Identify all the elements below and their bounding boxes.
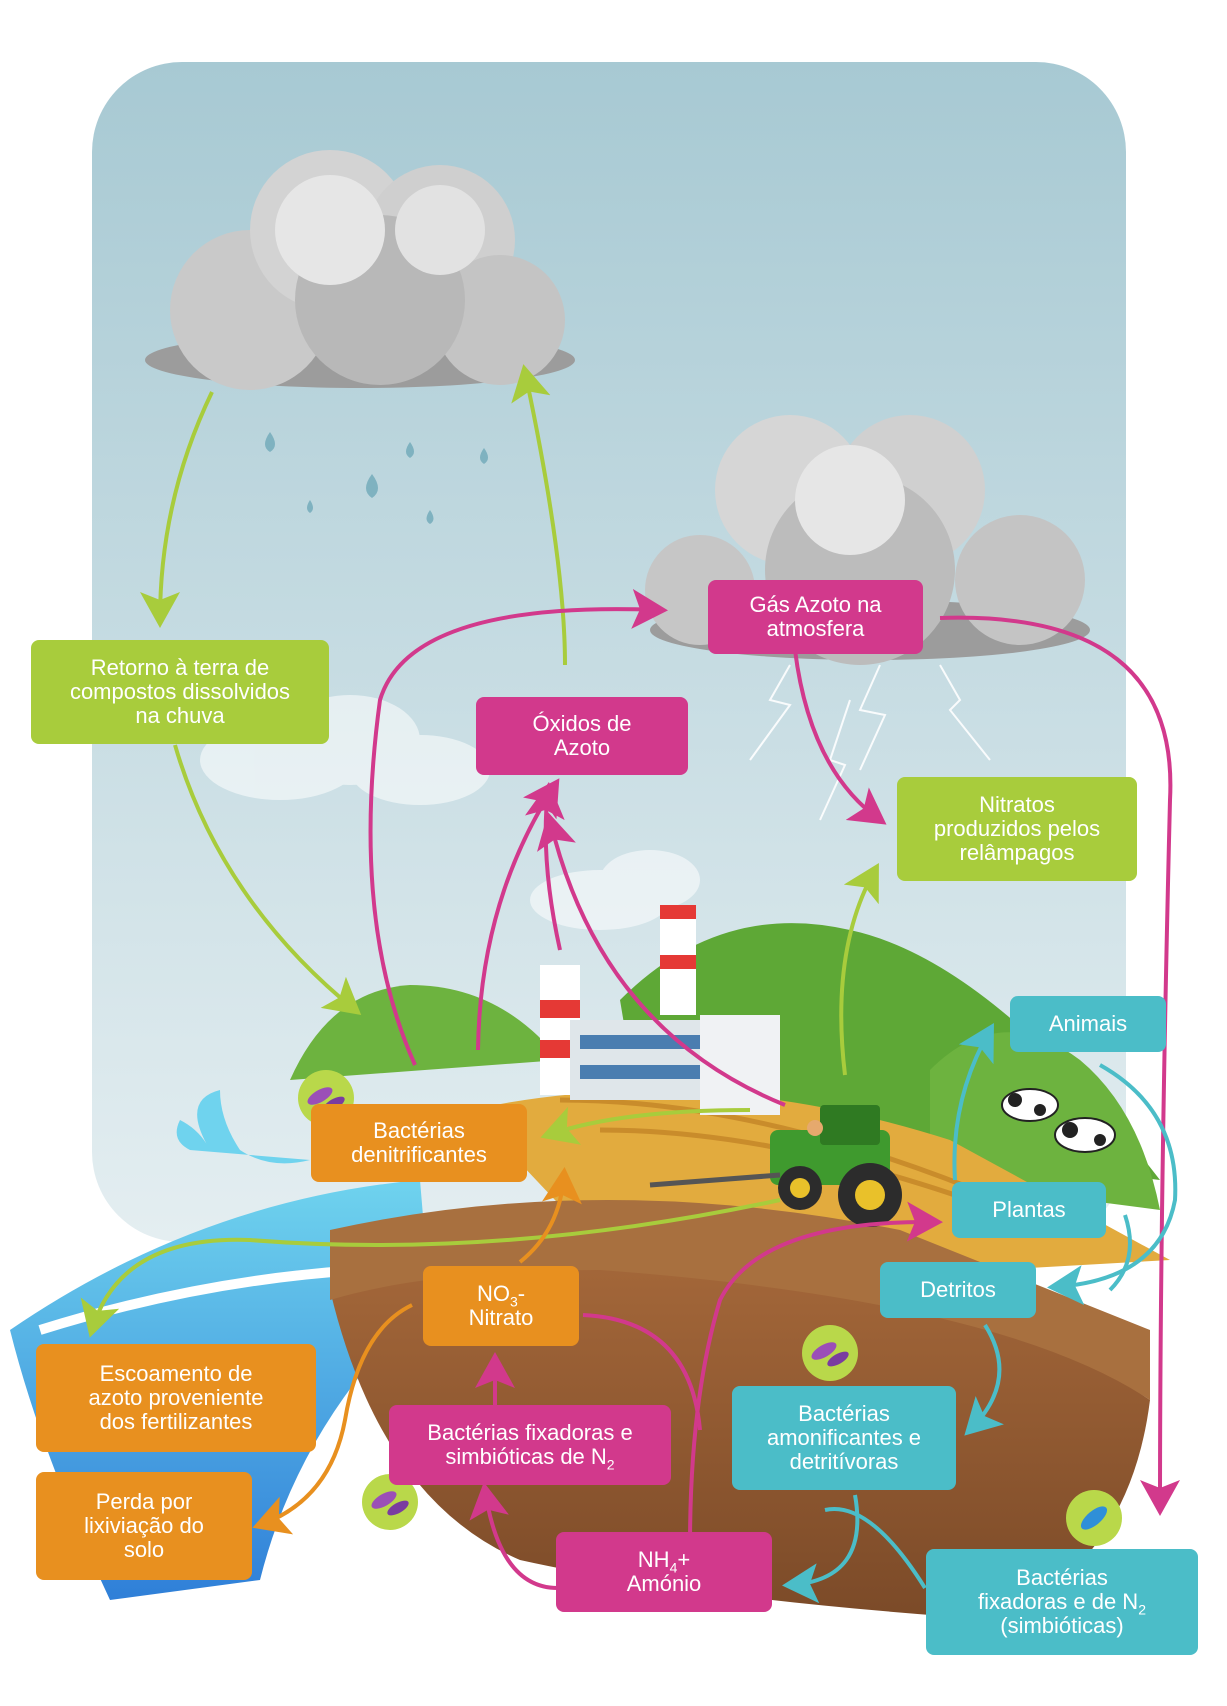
label-ammonium: NH4+ Amónio [556,1532,772,1612]
label-line: denitrificantes [351,1142,487,1167]
formula-sub: 4 [669,1559,678,1576]
label-line: Perda por [95,1489,193,1514]
rain-drop-icon [265,432,488,524]
formula-base: NH [637,1547,670,1572]
label-plants: Plantas [952,1182,1106,1238]
label-line: Bactérias [798,1401,890,1426]
arrows-pink [368,588,1181,1591]
label-soil-leaching: Perda por lixiviação do solo [36,1472,252,1580]
label-nitrogen-fixing-bacteria: Bactérias fixadoras e de N2 (simbióticas… [926,1549,1198,1655]
label-line: Nitratos [979,792,1055,817]
label-line: Óxidos de [532,711,632,736]
label-return-rain: Retorno à terra de compostos dissolvidos… [31,640,329,744]
label-line: produzidos pelos [933,816,1101,841]
ammonium-formula: NH4+ [637,1547,691,1576]
formula-charge: - [517,1281,526,1306]
label-line: simbióticas de N2 [445,1444,615,1473]
label-line: Plantas [992,1197,1066,1222]
cow-icon [1001,1088,1116,1153]
label-line: Animais [1048,1011,1128,1036]
label-line: Detritos [920,1277,996,1302]
nitrate-formula: NO3- [476,1281,526,1310]
cloud-icon [145,150,575,390]
label-nitrogen-gas: Gás Azoto na atmosfera [708,580,923,654]
tractor-icon [649,1105,902,1227]
label-line: amonificantes e [766,1425,922,1450]
label-line: Amónio [626,1571,702,1596]
factory-icon [540,905,780,1115]
label-line: dos fertilizantes [99,1409,253,1434]
label-line: atmosfera [766,616,865,641]
water-splash-icon [176,1090,310,1164]
arrows-orange [252,1167,582,1535]
label-line: solo [123,1537,165,1562]
bacteria-icon [362,1474,418,1530]
formula-base: NO [476,1281,510,1306]
label-line: na chuva [135,703,225,728]
label-line: azoto proveniente [88,1385,264,1410]
label-nitrate: NO3- Nitrato [423,1266,579,1346]
formula-charge: + [677,1547,691,1572]
label-denitrifying-bacteria: Bactérias denitrificantes [311,1104,527,1182]
label-line: fixadoras e de N2 [978,1589,1146,1618]
arrows-green [80,364,879,1338]
lightning-icon [749,664,991,821]
label-line: compostos dissolvidos [69,679,291,704]
label-line: Escoamento de [99,1361,253,1386]
formula-sub: 2 [606,1456,615,1473]
label-line: lixiviação do [84,1513,204,1538]
label-line: detritívoras [789,1449,899,1474]
label-fixing-symbiotic-bacteria: Bactérias fixadoras e simbióticas de N2 [389,1405,671,1485]
bacteria-icon [802,1325,858,1381]
formula-sub: 2 [1138,1601,1146,1618]
arrows-teal [782,1023,1178,1604]
label-ammonifying-bacteria: Bactérias amonificantes e detritívoras [732,1386,956,1490]
label-line: Nitrato [468,1305,534,1330]
label-lightning-nitrates: Nitratos produzidos pelos relâmpagos [897,777,1137,881]
label-text: fixadoras e de N [978,1589,1139,1614]
bacteria-icon [1066,1490,1122,1546]
label-line: Azoto [553,735,611,760]
formula-sub: 3 [509,1293,518,1310]
label-line: Gás Azoto na [749,592,882,617]
label-text: simbióticas de N [445,1444,607,1469]
label-line: Bactérias fixadoras e [427,1420,633,1445]
label-line: Bactérias [1016,1565,1108,1590]
label-line: Retorno à terra de [90,655,270,680]
label-fertilizer-runoff: Escoamento de azoto proveniente dos fert… [36,1344,316,1452]
label-line: Bactérias [373,1118,465,1143]
label-line: (simbióticas) [1000,1613,1124,1638]
label-nitrogen-oxides: Óxidos de Azoto [476,697,688,775]
label-line: relâmpagos [959,840,1075,865]
label-detritus: Detritos [880,1262,1036,1318]
label-animals: Animais [1010,996,1166,1052]
